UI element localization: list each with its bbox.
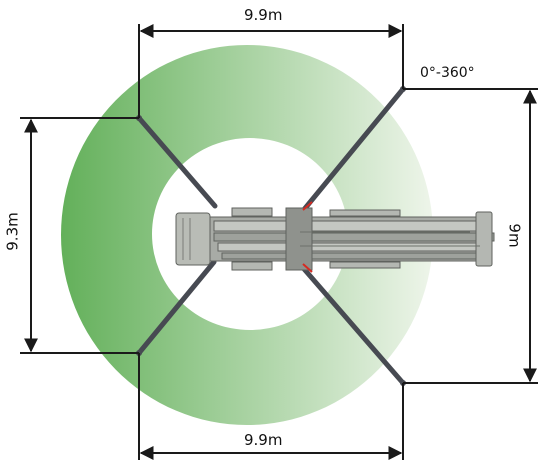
boom-section bbox=[213, 232, 495, 242]
truck-top-view bbox=[175, 207, 495, 271]
left-height-label: 9.3m bbox=[3, 212, 22, 251]
dimension-lines bbox=[20, 24, 538, 460]
truck-cab bbox=[175, 212, 211, 266]
bottom-width-label: 9.9m bbox=[244, 431, 283, 449]
boom-section bbox=[221, 252, 483, 260]
hydraulic-accent bbox=[302, 201, 313, 211]
outrigger-rear-left bbox=[136, 259, 217, 356]
rotation-label: 0°-360° bbox=[420, 65, 475, 81]
hydraulic-accent bbox=[302, 263, 313, 273]
turret bbox=[285, 207, 313, 271]
outriggers bbox=[136, 86, 406, 386]
outrigger-front-left bbox=[136, 115, 218, 209]
outrigger-front-right bbox=[299, 86, 406, 215]
boom-tip bbox=[475, 211, 493, 267]
top-width-label: 9.9m bbox=[244, 6, 283, 24]
boom-section bbox=[217, 242, 491, 252]
slewing-ring bbox=[61, 45, 433, 425]
outrigger-rear-right bbox=[295, 259, 406, 386]
right-height-label: 9m bbox=[505, 223, 524, 248]
boom-section bbox=[213, 220, 483, 232]
